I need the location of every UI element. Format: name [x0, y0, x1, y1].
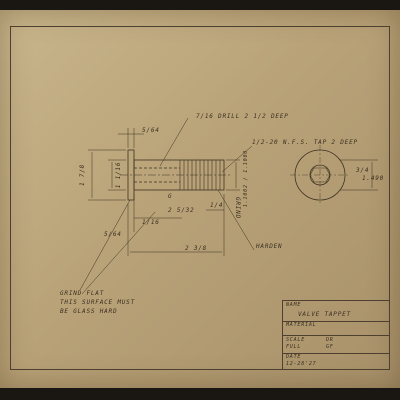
drawing-border: [10, 26, 390, 370]
shank-dia-dim: 1 1/16: [115, 161, 123, 189]
drill-note: 7/16 DRILL 2 1/2 DEEP: [196, 113, 289, 120]
tap-note: 1/2-20 N.F.S. TAP 2 DEEP: [252, 139, 358, 146]
harden-note: HARDEN: [256, 243, 283, 250]
name-label: NAME: [286, 302, 302, 308]
scale-value: FULL: [286, 344, 302, 350]
grind-flat-note: GRIND FLAT: [60, 290, 105, 297]
center-mark: G: [168, 193, 173, 200]
title-block: [282, 300, 390, 370]
name-value: VALVE TAPPET: [298, 311, 351, 318]
date-value: 12-28'27: [286, 361, 317, 367]
surface-note-line2: BE GLASS HARD: [60, 308, 118, 315]
end-view-tol: 1.490: [362, 175, 385, 182]
grind-dia-dim: 1.1002 / 1.1000: [243, 149, 250, 208]
fillet-dim: 1/16: [142, 219, 160, 226]
head-dia-dim: 1 7/8: [79, 163, 87, 187]
title-block-divider: [283, 321, 390, 322]
end-view-dim: 3/4: [356, 167, 370, 174]
scale-label: SCALE: [286, 337, 306, 343]
material-label: MATERIAL: [286, 322, 317, 328]
undercut-dim: 1/4: [210, 202, 224, 209]
head-thickness-dim: 5/64: [142, 127, 160, 134]
overall-length-dim: 2 3/8: [185, 245, 208, 252]
grind-label: GRIND: [234, 196, 242, 220]
sheet-label: DR: [326, 337, 334, 343]
chamfer-dim: 5/64: [104, 231, 122, 238]
date-label: DATE: [286, 354, 302, 360]
sheet-value: GF: [326, 344, 334, 350]
drawing-sheet: [0, 10, 400, 388]
title-block-divider: [283, 335, 390, 336]
shoulder-dim: 2 5/32: [168, 207, 195, 214]
title-block-divider: [283, 353, 390, 354]
surface-note-line1: THIS SURFACE MUST: [60, 299, 136, 306]
